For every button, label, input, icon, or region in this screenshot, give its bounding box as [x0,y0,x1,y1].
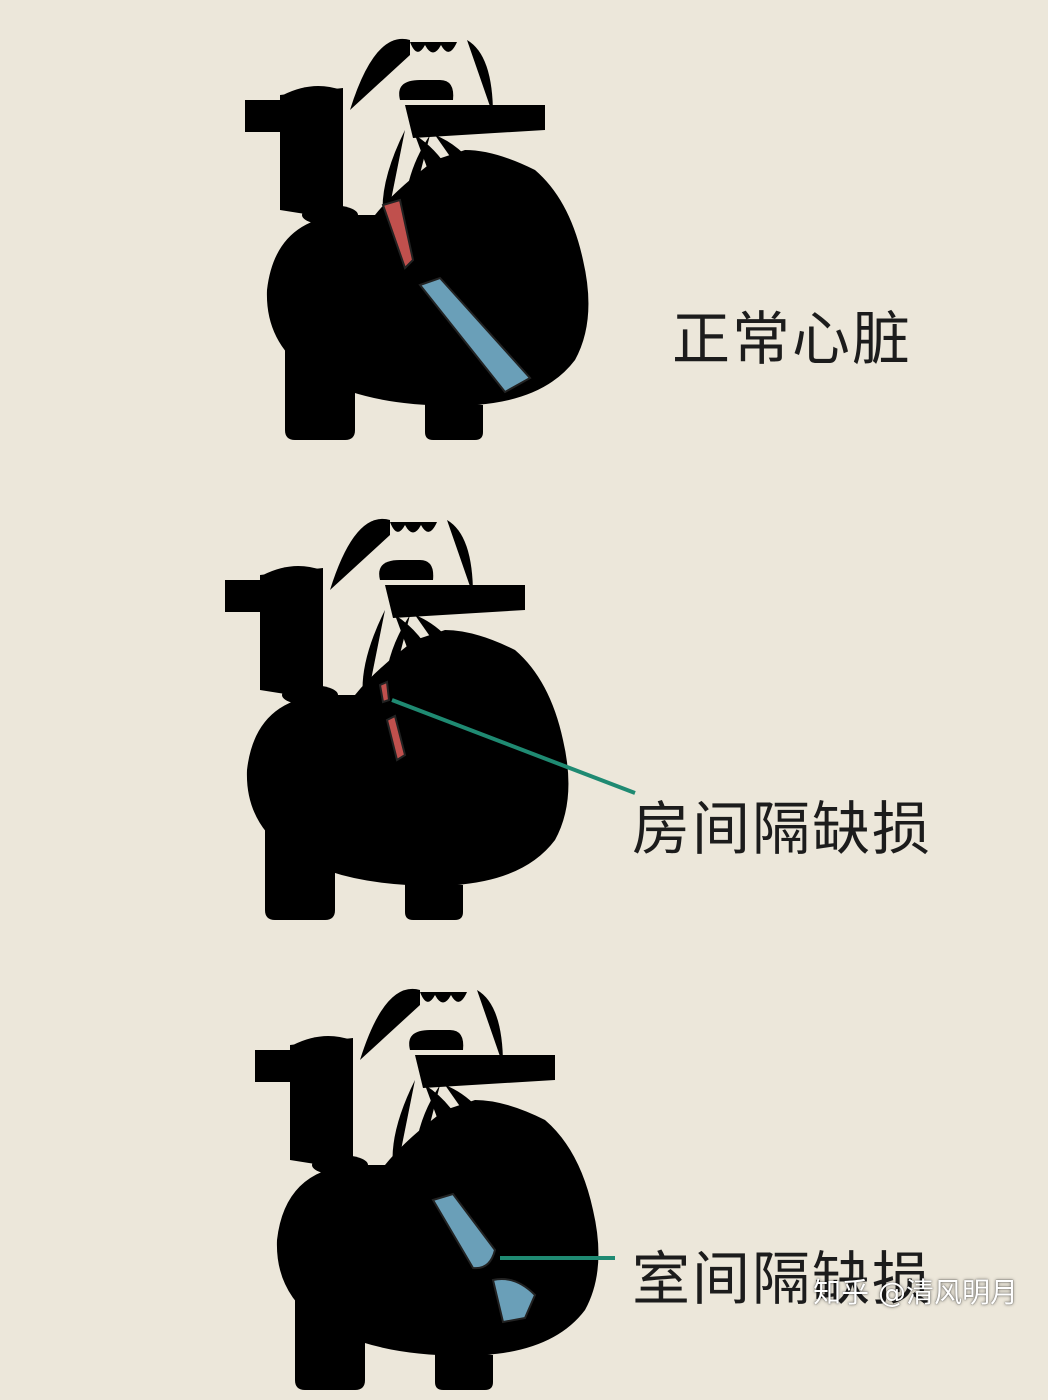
diagram-label-atrial-defect: 房间隔缺损 [632,795,933,863]
atrial-septum [381,198,415,270]
pointer-line-atrial [391,698,636,795]
ventricular-septum-upper [431,1192,497,1270]
heart-diagram-atrial-defect [225,518,569,920]
diagram-label-ventricular-defect: 室间隔缺损 [632,1245,933,1313]
diagram-label-normal: 正常心脏 [672,305,913,373]
ventricular-septum-lower [491,1278,537,1324]
watermark: 知乎 @清风明月 [813,1276,1018,1309]
heart-diagram-ventricular-defect [255,988,599,1390]
ventricular-septum [418,276,532,394]
atrial-septum-upper [378,680,391,704]
heart-diagram-normal [245,38,589,440]
atrial-septum-lower [385,714,407,762]
pointer-lines [391,698,636,1260]
